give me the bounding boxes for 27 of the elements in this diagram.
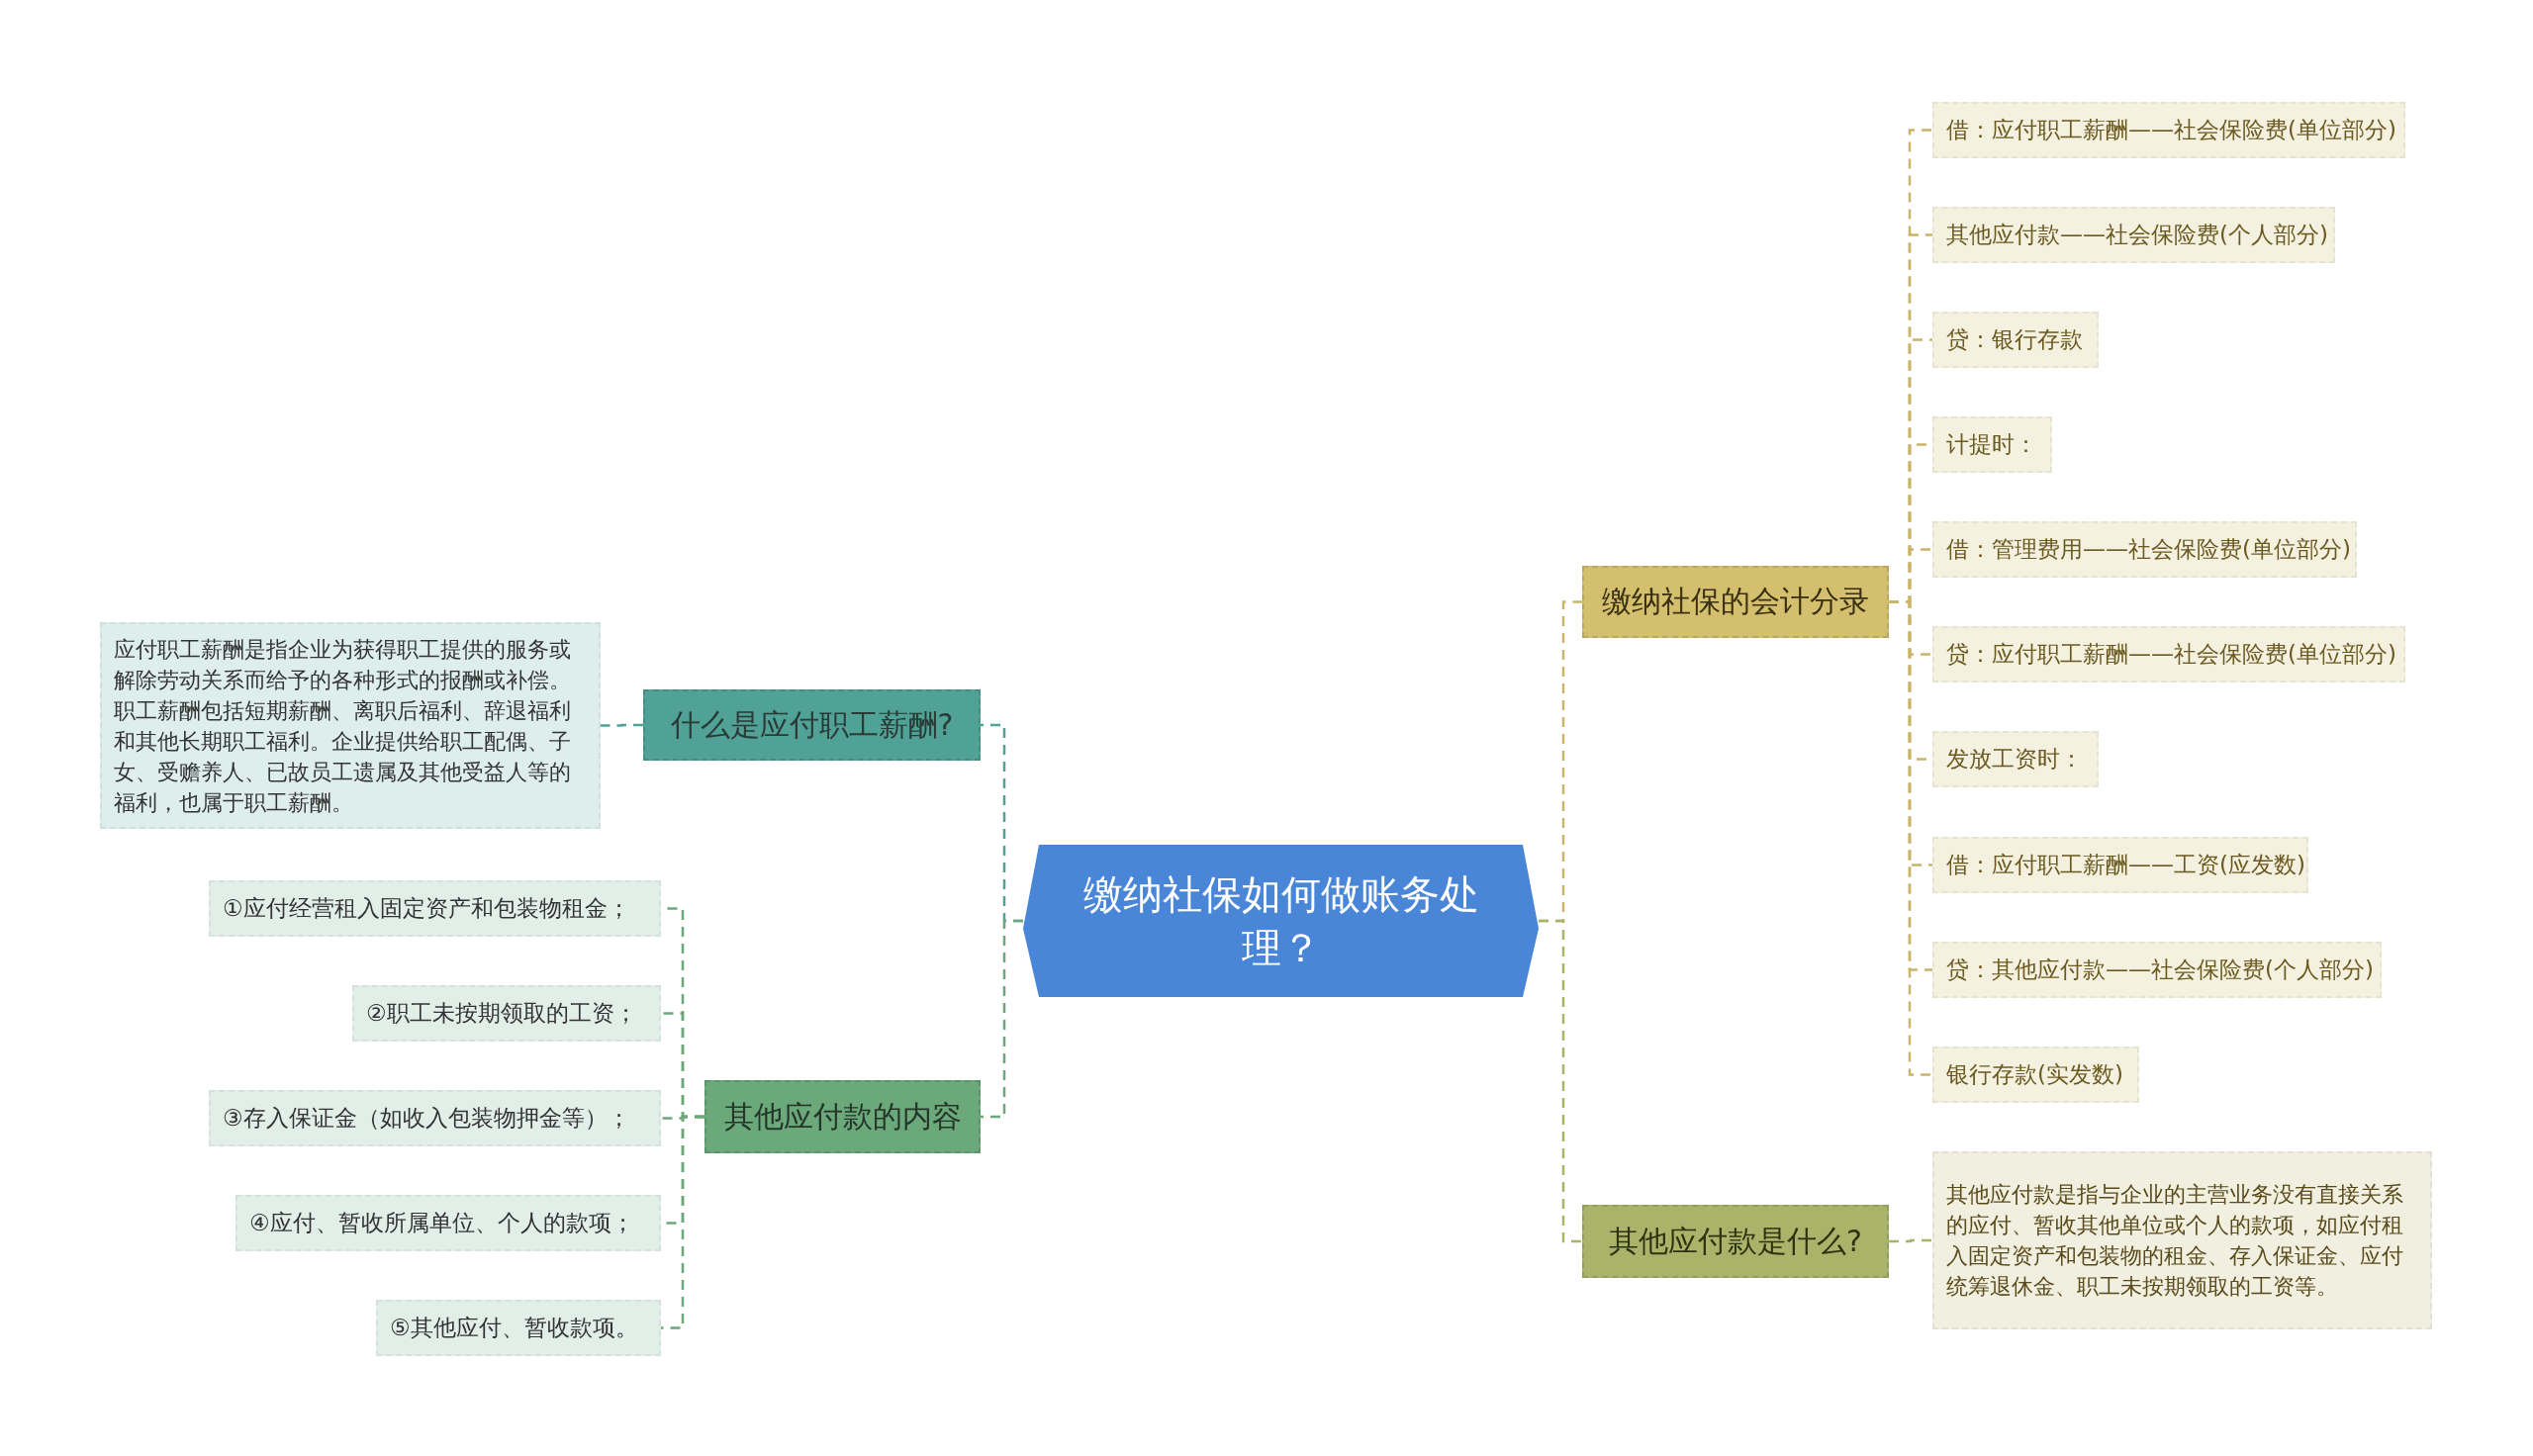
entry-box: 计提时： bbox=[1932, 416, 2052, 473]
entry-box: 借：应付职工薪酬——工资(应发数) bbox=[1932, 837, 2308, 893]
entry-box: 银行存款(实发数) bbox=[1932, 1046, 2139, 1103]
entry-box: ③存入保证金（如收入包装物押金等）； bbox=[209, 1090, 661, 1146]
entry-box: 贷：银行存款 bbox=[1932, 312, 2099, 368]
topic-box: 缴纳社保的会计分录 bbox=[1582, 566, 1889, 638]
note-box: 其他应付款是指与企业的主营业务没有直接关系的应付、暂收其他单位或个人的款项，如应付租入固定资产和包装物的租金、存入保证金、应付统筹退休金、职工未按期领取的工资等。 bbox=[1932, 1151, 2432, 1329]
connector bbox=[1539, 919, 1582, 1243]
topic-box: 其他应付款的内容 bbox=[704, 1080, 981, 1153]
connector bbox=[661, 1115, 704, 1329]
entry-box: 借：管理费用——社会保险费(单位部分) bbox=[1932, 521, 2357, 578]
central-topic: 缴纳社保如何做账务处理？ bbox=[1023, 845, 1539, 997]
entry-box: ②职工未按期领取的工资； bbox=[352, 985, 661, 1042]
entry-box: 借：应付职工薪酬——社会保险费(单位部分) bbox=[1932, 102, 2405, 158]
connector bbox=[1889, 1238, 1932, 1243]
topic-box: 什么是应付职工薪酬? bbox=[643, 689, 981, 761]
entry-box: 其他应付款——社会保险费(个人部分) bbox=[1932, 207, 2335, 263]
note-box: 应付职工薪酬是指企业为获得职工提供的服务或解除劳动关系而给予的各种形式的报酬或补偿。职工薪酬包括短期薪酬、离职后福利、辞退福利和其他长期职工福利。企业提供给职工配偶、子女、受赡养人、已故员工遗属及其他受益人等的福利，也属于职工薪酬。 bbox=[100, 622, 601, 829]
entry-box: 发放工资时： bbox=[1932, 731, 2099, 787]
connector bbox=[981, 919, 1023, 1119]
entry-box: ④应付、暂收所属单位、个人的款项； bbox=[235, 1195, 661, 1251]
entry-box: ⑤其他应付、暂收款项。 bbox=[376, 1300, 661, 1356]
topic-box: 其他应付款是什么? bbox=[1582, 1205, 1889, 1278]
entry-box: 贷：其他应付款——社会保险费(个人部分) bbox=[1932, 942, 2382, 998]
entry-box: 贷：应付职工薪酬——社会保险费(单位部分) bbox=[1932, 626, 2405, 682]
connector bbox=[601, 723, 643, 727]
entry-box: ①应付经营租入固定资产和包装物租金； bbox=[209, 880, 661, 937]
